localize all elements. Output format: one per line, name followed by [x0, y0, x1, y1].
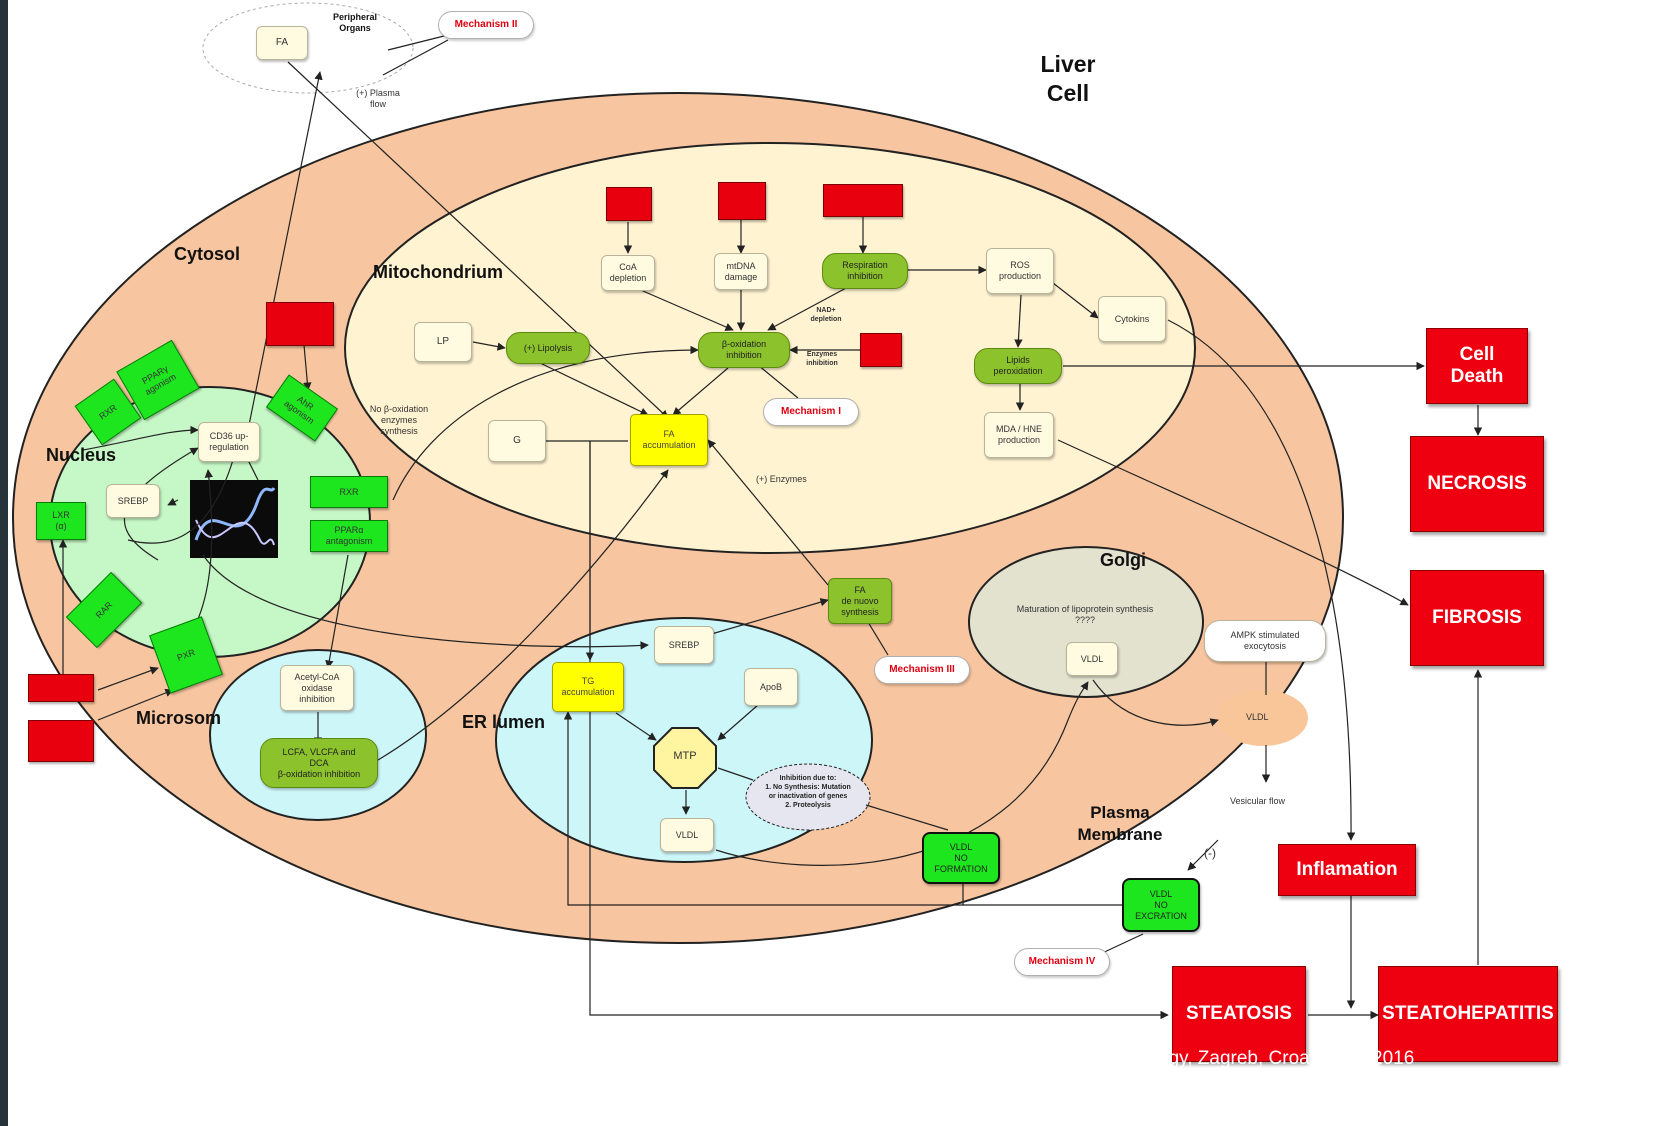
no-beta-ox-label: No β-oxidation enzymes synthesis: [369, 404, 429, 436]
necrosis-box: NECROSIS: [1410, 436, 1544, 532]
peripheral-organs-label: Peripheral Organs: [332, 12, 378, 33]
microsom-label: Microsom: [136, 708, 222, 728]
rifampicin-box: Rifampicin, Statines: [28, 720, 94, 762]
nucleus-label: Nucleus: [46, 445, 117, 465]
lcfa-node: LCFA, VLCFA and DCA β-oxidation inhibiti…: [260, 738, 378, 788]
dna-image: [190, 480, 278, 558]
apob-node: ApoB: [744, 668, 798, 706]
respiration-inhibitors-box: Respiration inhibitors: [823, 184, 903, 217]
liver-cell-title: Liver Cell: [1040, 51, 1096, 106]
plasma-membrane-label: Plasma Membrane: [1077, 803, 1163, 844]
dna-helix: [194, 487, 276, 541]
mda-hne-node: MDA / HNE production: [984, 412, 1054, 458]
dioxin-box: Dioxin, Retinoic, GW4064: [266, 302, 334, 346]
enzymes-inhibition-label: Enzymes inhibition: [806, 351, 838, 367]
cytosol-label: Cytosol: [174, 244, 241, 264]
fibrosis-box: FIBROSIS: [1410, 570, 1544, 666]
ros-production-node: ROS production: [986, 248, 1054, 294]
steatosis-box: STEATOSIS: [1172, 966, 1306, 1062]
t0901317-box: T0901317: [28, 674, 94, 702]
inflamation-box: Inflamation: [1278, 844, 1416, 896]
inhibition-note-ellipse: [745, 763, 871, 831]
steatohepatitis-box: STEATOHEPATITIS: [1378, 966, 1558, 1062]
lipids-peroxidation-node: Lipids peroxidation: [974, 348, 1062, 384]
golgi-label: Golgi: [1100, 550, 1146, 570]
mechanism-ii-badge: Mechanism II: [438, 11, 534, 39]
lxr-node: LXR (α): [36, 502, 86, 540]
cell-death-box: Cell Death: [1426, 328, 1528, 404]
mtp-label: MTP: [673, 750, 697, 762]
plasma-flow-label: (+) Plasma flow: [356, 88, 400, 109]
acetylcoa-node: Acetyl-CoA oxidase inhibition: [280, 665, 354, 711]
diagram-canvas: Liver Cell Cytosol Mitochondrium Nucleus…: [8, 0, 1655, 1126]
vldl-no-formation-node: VLDL NO FORMATION: [922, 832, 1000, 884]
tg-accumulation-node: TG accumulation: [552, 662, 624, 712]
drugs-coa-box: Drugs: [606, 187, 652, 221]
mtdna-damage-node: mtDNA damage: [714, 253, 768, 290]
mechanism-iv-badge: Mechanism IV: [1014, 948, 1110, 976]
ampk-node: AMPK stimulated exocytosis: [1204, 620, 1326, 662]
drugs-ethanol-box: Drugs Ethanol: [718, 182, 766, 220]
fa-denovo-node: FA de nuovo synthesis: [828, 578, 892, 624]
vldl-no-excretion-node: VLDL NO EXCRATION: [1122, 878, 1200, 932]
respiration-inhibition-node: Respiration inhibition: [822, 253, 908, 289]
vldl-outside-label: VLDL: [1246, 712, 1269, 722]
lp-node: LP: [414, 322, 472, 362]
ppara-antagonism-node: PPARα antagonism: [310, 520, 388, 552]
srebp-er-node: SREBP: [654, 626, 714, 664]
vldl-er-node: VLDL: [660, 818, 714, 852]
mitochondrium-label: Mitochondrium: [373, 262, 503, 282]
srebp-nucleus-node: SREBP: [106, 484, 160, 518]
vldl-golgi-node: VLDL: [1066, 642, 1118, 676]
peripheral-organs-ellipse: [202, 2, 414, 94]
lipolysis-node: (+) Lipolysis: [506, 332, 590, 364]
drugs-oc-box: Drugs OC: [860, 333, 902, 367]
fa-accumulation-node: FA accumulation: [630, 414, 708, 466]
cytokines-node: Cytokins: [1098, 296, 1166, 342]
rxr-mid-node: RXR: [310, 476, 388, 508]
diagram-shapes: [12, 2, 1483, 1020]
cd36-node: CD36 up- regulation: [198, 422, 260, 462]
golgi-text: Maturation of lipoprotein synthesis ????: [1016, 604, 1154, 625]
beta-ox-inhibition-node: β-oxidation inhibition: [698, 332, 790, 368]
mechanism-iii-badge: Mechanism III: [874, 656, 970, 684]
nad-depletion-label: NAD+ depletion: [810, 307, 842, 323]
fa-peripheral-node: FA: [256, 26, 308, 60]
connectors: [58, 34, 1483, 1020]
mechanism-i-badge: Mechanism I: [763, 398, 859, 426]
golgi-ellipse: [968, 546, 1204, 698]
coa-depletion-node: CoA depletion: [601, 255, 655, 291]
enzymes-plus-label: (+) Enzymes: [756, 474, 807, 484]
footer-caption: ogy, Zagreb, Croatia, 4/4/2016: [1158, 1048, 1415, 1069]
er-lumen-label: ER lumen: [462, 712, 546, 732]
vesicular-flow-label: Vesicular flow: [1230, 796, 1286, 806]
g-node: G: [488, 420, 546, 462]
inhibition-note: Inhibition due to: 1. No Synthesis: Muta…: [765, 775, 851, 809]
vldl-blob: [1218, 690, 1308, 746]
negative-sign-label: (-): [1204, 846, 1216, 860]
mtp-octagon: [653, 727, 717, 789]
